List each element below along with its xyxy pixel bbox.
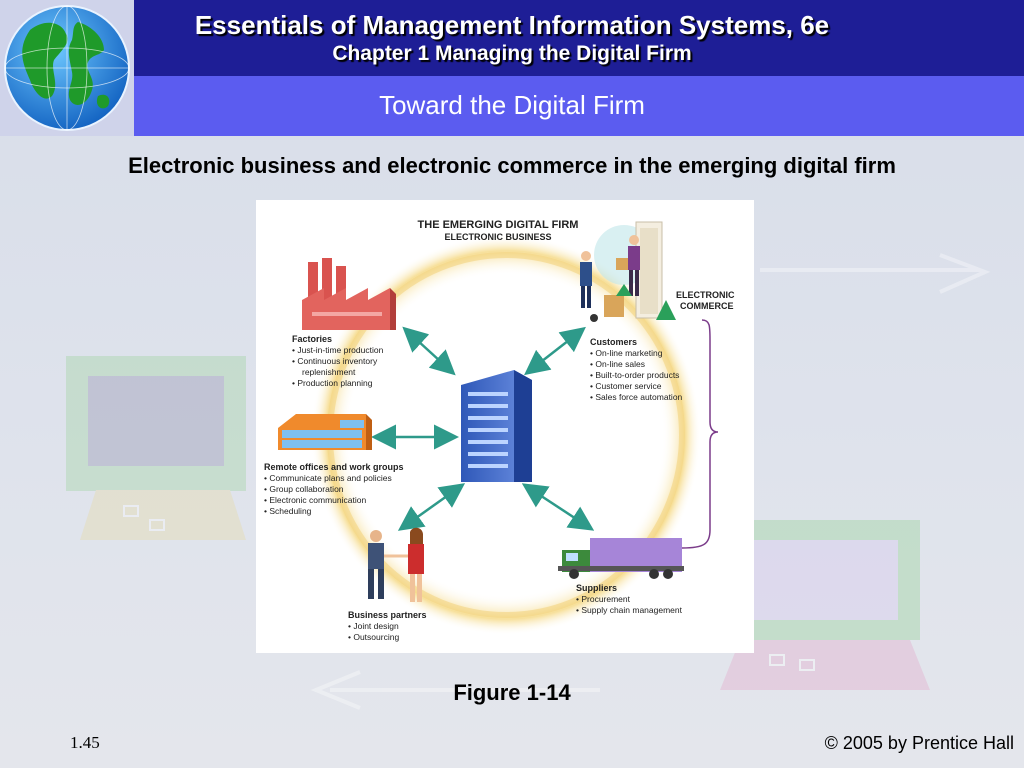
factories-item: • Continuous inventory [292, 356, 378, 366]
arrow-partners [397, 483, 466, 531]
factories-item: • Production planning [292, 378, 373, 388]
subheader-bar [0, 76, 1024, 136]
figure-subtitle: ELECTRONIC BUSINESS [444, 232, 551, 242]
remote-item: • Electronic communication [264, 495, 366, 505]
figure-caption: Figure 1-14 [453, 680, 571, 705]
arrow-customers [524, 326, 586, 376]
remote-item: • Communicate plans and policies [264, 473, 392, 483]
business-partners-icon [368, 527, 424, 602]
customers-title: Customers [590, 337, 637, 347]
partners-item: • Joint design [348, 621, 399, 631]
slide-subtitle: Toward the Digital Firm [379, 90, 645, 120]
copyright-notice: © 2005 by Prentice Hall [824, 733, 1014, 753]
suppliers-item: • Procurement [576, 594, 631, 604]
header-bar [0, 0, 1024, 76]
remote-office-icon [278, 414, 372, 450]
suppliers-item: • Supply chain management [576, 605, 683, 615]
customers-item: • On-line sales [590, 359, 645, 369]
customers-item: • Built-to-order products [590, 370, 679, 380]
customers-item: • Sales force automation [590, 392, 683, 402]
supplier-truck-icon [558, 538, 684, 579]
ecommerce-bracket [681, 319, 719, 549]
chapter-title: Chapter 1 Managing the Digital Firm [332, 42, 692, 65]
slide-heading: Electronic business and electronic comme… [128, 153, 896, 178]
partners-item: • Outsourcing [348, 632, 399, 642]
book-title: Essentials of Management Information Sys… [194, 10, 830, 40]
slide-number: 1.45 [70, 733, 100, 752]
ecommerce-label: ELECTRONIC [676, 290, 735, 300]
remote-item: • Scheduling [264, 506, 312, 516]
factory-icon [302, 258, 396, 330]
customers-item: • On-line marketing [590, 348, 663, 358]
digital-firm-figure: THE EMERGING DIGITAL FIRM ELECTRONIC BUS… [256, 200, 754, 653]
digital-firm-diagram: THE EMERGING DIGITAL FIRM ELECTRONIC BUS… [264, 219, 735, 642]
delivery-customer-icon [580, 221, 676, 322]
factories-item: replenishment [302, 367, 356, 377]
figure-title: THE EMERGING DIGITAL FIRM [418, 219, 579, 231]
factories-title: Factories [292, 334, 332, 344]
globe-logo [0, 0, 134, 136]
suppliers-title: Suppliers [576, 583, 617, 593]
partners-title: Business partners [348, 610, 427, 620]
globe-icon [4, 5, 130, 131]
ecommerce-label: COMMERCE [680, 301, 734, 311]
remote-item: • Group collaboration [264, 484, 344, 494]
arrow-suppliers [521, 483, 595, 531]
arrow-factories [402, 326, 456, 376]
office-building-icon [461, 370, 532, 482]
customers-item: • Customer service [590, 381, 662, 391]
factories-item: • Just-in-time production [292, 345, 384, 355]
remote-title: Remote offices and work groups [264, 462, 404, 472]
